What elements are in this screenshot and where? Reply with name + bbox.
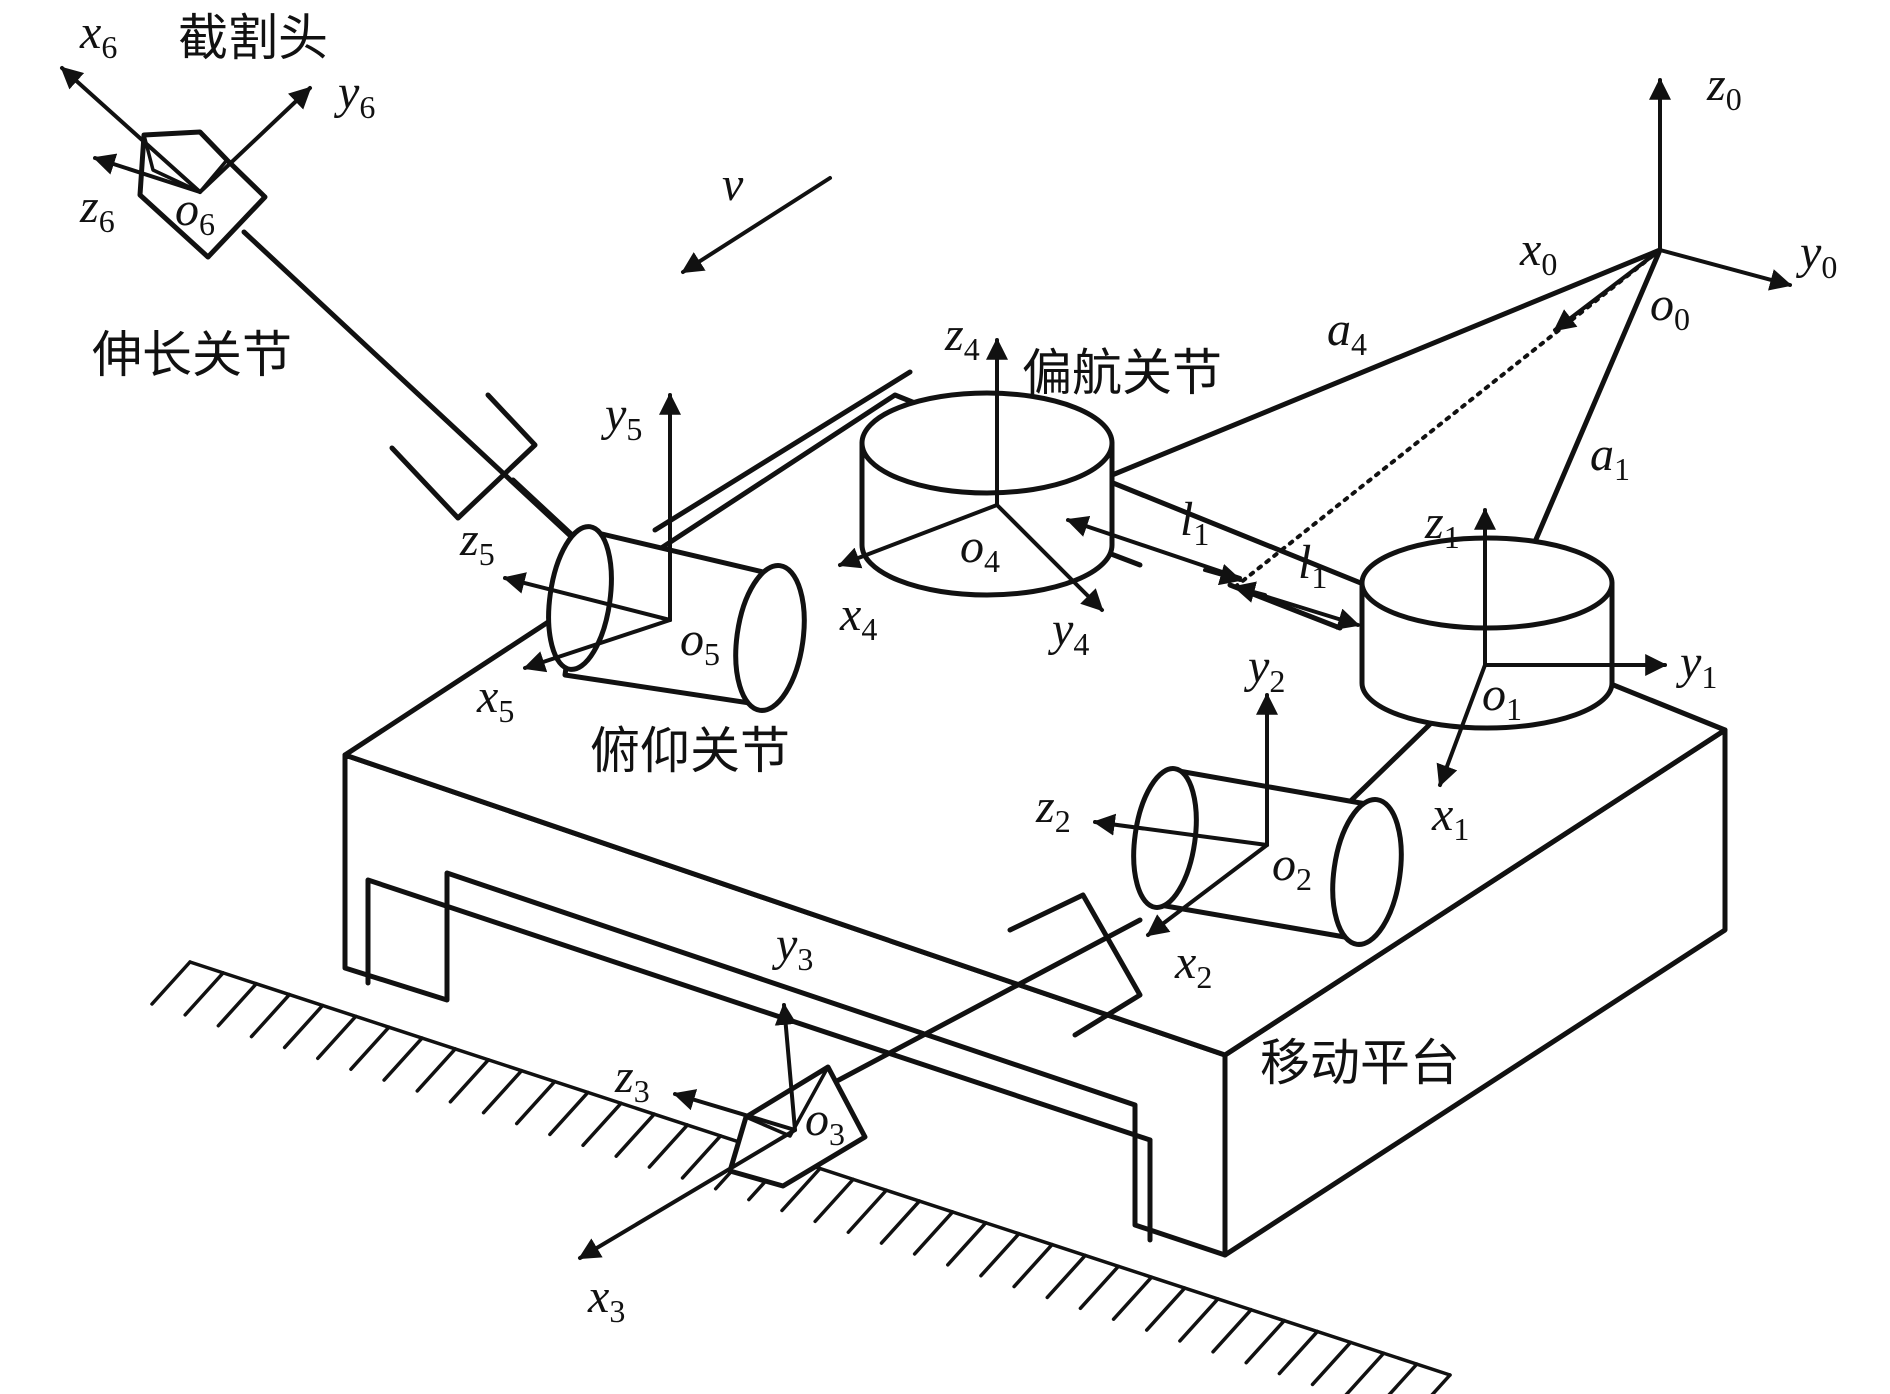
ground-hatch-line: [1430, 1373, 1452, 1394]
ground-hatch-line: [1012, 1242, 1054, 1289]
label-o1: o1: [1482, 668, 1522, 727]
brackets: [389, 392, 1143, 1038]
ground-hatching: [150, 960, 1452, 1394]
ground-hatch-line: [1178, 1297, 1220, 1343]
label-y4: y4: [1047, 603, 1089, 662]
label-y5: y5: [600, 388, 642, 447]
label-l1-upper: l1: [1180, 493, 1209, 552]
ground-line: [188, 960, 1452, 1377]
ground-hatch-line: [979, 1231, 1021, 1278]
label-z6: z6: [79, 180, 115, 239]
cutting-head: [137, 129, 268, 260]
label-z2: z2: [1035, 780, 1071, 839]
label-y2: y2: [1243, 640, 1285, 699]
label-x4: x4: [839, 588, 877, 647]
label-x1: x1: [1431, 788, 1469, 847]
ground-hatch-line: [548, 1090, 590, 1137]
component-labels: 截割头 伸长关节 偏航关节 俯仰关节 移动平台: [92, 9, 1460, 1092]
ground-hatch-line: [1244, 1318, 1286, 1365]
axis-labels: z0 y0 x0 o0 z1 y1 x1 o1 y2 z2 x2 o2 y3 z…: [79, 6, 1837, 1329]
ground-hatch-line: [415, 1047, 458, 1093]
ground-hatch-line: [647, 1123, 690, 1169]
ground-hatch-line: [1144, 1286, 1187, 1332]
ground-hatch-line: [448, 1058, 491, 1104]
label-cutting-head: 截割头: [178, 9, 328, 67]
ground-hatch-line: [382, 1036, 424, 1082]
label-y6: y6: [333, 66, 375, 125]
ground-hatch-line: [912, 1210, 955, 1256]
label-yaw-joint: 偏航关节: [1022, 344, 1222, 402]
label-a4: a4: [1327, 303, 1367, 362]
ground-hatch-line: [481, 1068, 524, 1115]
ground-hatch-line: [150, 960, 192, 1006]
ground-hatch-line: [249, 992, 292, 1039]
label-o4: o4: [960, 520, 1000, 579]
cutter-o3: [727, 1064, 868, 1189]
label-z5: z5: [459, 513, 495, 572]
ground-hatch-line: [1045, 1253, 1088, 1300]
ground-hatch-line: [514, 1079, 557, 1126]
label-z1: z1: [1424, 496, 1460, 555]
label-x6: x6: [79, 6, 117, 65]
ground-hatch-line: [183, 971, 225, 1017]
label-o6: o6: [175, 183, 215, 242]
label-x2: x2: [1174, 936, 1212, 995]
ground-hatch-line: [349, 1025, 391, 1071]
ground-hatch-line: [680, 1134, 723, 1180]
label-a1: a1: [1590, 428, 1630, 487]
ground-hatch-line: [216, 981, 259, 1028]
label-l1-lower: l1: [1298, 536, 1327, 595]
label-velocity: v: [722, 158, 744, 211]
ground-hatch-line: [282, 1003, 325, 1050]
label-z0: z0: [1706, 58, 1742, 117]
ground-hatch-line: [1211, 1308, 1253, 1354]
label-x3: x3: [587, 1270, 625, 1329]
label-x0: x0: [1519, 223, 1557, 282]
ground-hatch-line: [581, 1101, 623, 1148]
ground-hatch-line: [879, 1199, 922, 1245]
ground-hatch-line: [946, 1221, 988, 1267]
label-o2: o2: [1272, 838, 1312, 897]
joint2-cylinder: [1131, 766, 1404, 947]
ground-hatch-line: [1078, 1264, 1121, 1311]
label-o5: o5: [680, 613, 720, 672]
ground-hatch-line: [1310, 1340, 1353, 1387]
ground-hatch-line: [1344, 1351, 1386, 1394]
label-y3: y3: [771, 918, 813, 977]
label-y1: y1: [1675, 636, 1717, 695]
ground-hatch-line: [1387, 1362, 1419, 1394]
ground-hatch-line: [780, 1166, 822, 1213]
label-z3: z3: [614, 1050, 650, 1109]
label-o3: o3: [805, 1093, 845, 1152]
ground-hatch-line: [614, 1112, 656, 1158]
label-o0: o0: [1650, 278, 1690, 337]
label-z4: z4: [944, 308, 980, 367]
label-x5: x5: [476, 670, 514, 729]
ground-hatch-line: [813, 1177, 855, 1224]
ground-hatch-line: [846, 1188, 889, 1234]
label-y0: y0: [1795, 226, 1837, 285]
label-extension-joint: 伸长关节: [92, 326, 292, 384]
ground-hatch-line: [1111, 1275, 1154, 1321]
label-mobile-platform: 移动平台: [1260, 1034, 1460, 1092]
coordinate-axes: [60, 66, 1793, 1260]
label-pitch-joint: 俯仰关节: [590, 722, 790, 780]
ground-hatch-line: [316, 1014, 358, 1061]
ground-hatch-line: [1277, 1329, 1320, 1376]
